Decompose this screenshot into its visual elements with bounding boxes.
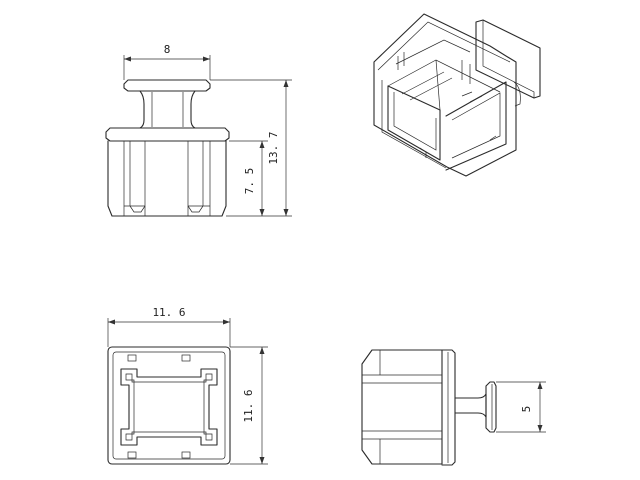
dim-text-front-total-height: 13. 7 (267, 131, 280, 164)
dim-text-top-width: 11. 6 (152, 306, 185, 319)
dimension-front-total-height: 13. 7 (210, 79, 292, 217)
top-view (107, 346, 231, 465)
dimension-side-knob: 5 (496, 381, 546, 433)
dimension-front-width: 8 (123, 43, 211, 80)
dim-text-side-knob: 5 (520, 406, 533, 413)
dim-text-front-body-height: 7. 5 (243, 168, 256, 195)
dimension-top-height: 11. 6 (230, 346, 268, 465)
dimension-top-width: 11. 6 (107, 306, 231, 347)
dim-text-front-width: 8 (164, 43, 171, 56)
front-view (105, 79, 230, 217)
dim-text-top-height: 11. 6 (242, 389, 255, 422)
side-view (361, 349, 497, 466)
isometric-view (373, 13, 541, 177)
dimension-front-body-height: 7. 5 (229, 140, 268, 216)
